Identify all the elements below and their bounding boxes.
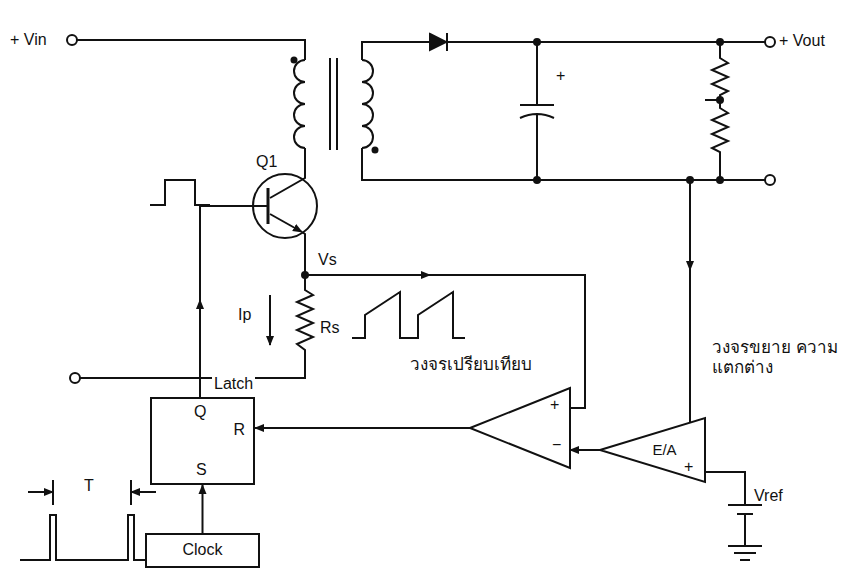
reference-wire	[705, 472, 762, 560]
output-wire	[362, 148, 765, 180]
secondary-coil	[362, 60, 373, 148]
pin-name: S	[196, 461, 207, 479]
pulse-symbol	[150, 180, 210, 205]
comparator: +−	[470, 388, 570, 468]
input-sign: +	[684, 458, 693, 476]
clock-box: Clock	[145, 533, 260, 568]
latch-box: LatchQRS	[150, 397, 255, 485]
error-amp-triangle	[600, 418, 705, 482]
output-wire	[362, 42, 430, 60]
sense-wire	[305, 275, 585, 408]
diode-symbol	[430, 34, 446, 50]
block-title: E/A	[652, 441, 676, 458]
error-amp-triangle	[600, 418, 705, 482]
feedback-wire	[689, 180, 691, 423]
block-title: Latch	[212, 375, 255, 393]
signal-name: Ip	[238, 305, 251, 324]
resistor-symbol	[80, 275, 313, 378]
polarity-dot	[291, 57, 379, 154]
input-terminal	[67, 35, 77, 45]
capacitor-symbol	[520, 42, 554, 180]
error-amplifier: E/A +	[600, 418, 705, 482]
transistor-symbol	[253, 148, 317, 275]
divider-resistor	[712, 42, 728, 180]
divider-resistor	[705, 99, 720, 101]
diode-symbol	[446, 33, 448, 51]
reference-wire	[705, 472, 762, 560]
primary-wire	[77, 40, 305, 60]
block-caption: วงจรขยาย ความแตกต่าง	[712, 338, 842, 379]
output-wire	[765, 37, 775, 47]
diode-symbol	[430, 33, 447, 51]
core-line	[330, 58, 337, 150]
polarity-dot	[372, 147, 379, 154]
primary-coil	[294, 60, 305, 148]
pulse-symbol	[150, 180, 210, 205]
current-arrow	[269, 295, 271, 345]
primary-coil	[294, 60, 305, 148]
capacitor-symbol	[520, 42, 554, 180]
feedback-wire	[689, 240, 691, 270]
signal-connector	[255, 427, 470, 429]
input-terminal	[70, 373, 80, 383]
signal-connector	[570, 449, 600, 451]
clock-pulses	[20, 515, 150, 560]
base-wire	[200, 206, 268, 397]
current-arrow	[269, 295, 271, 345]
block-caption: วงจรเปรียบเทียบ	[410, 355, 532, 375]
sawtooth-waveform	[352, 292, 465, 338]
signal-name: Vref	[754, 486, 783, 505]
period-dimension	[28, 491, 53, 493]
period-dimension	[131, 491, 156, 493]
divider-resistor	[705, 42, 728, 180]
resistor-symbol	[80, 275, 313, 378]
comparator-triangle	[470, 388, 570, 468]
secondary-coil	[362, 60, 373, 148]
pin-name: Q	[194, 403, 206, 421]
block-title: Clock	[182, 541, 222, 559]
terminal-label: + Vout	[779, 31, 825, 50]
input-sign: +	[550, 396, 559, 414]
input-sign: −	[552, 436, 561, 454]
transistor-symbol	[270, 214, 302, 232]
sawtooth-waveform	[352, 292, 465, 338]
primary-wire	[77, 40, 305, 60]
comparator-triangle	[470, 388, 570, 468]
pin-name: R	[233, 421, 245, 439]
output-wire	[765, 175, 775, 185]
polarity-mark: +	[556, 66, 565, 85]
base-wire	[199, 300, 201, 330]
core-line	[336, 58, 338, 150]
signal-name: Vs	[318, 250, 337, 269]
clock-pulses	[20, 515, 150, 560]
polarity-dot	[291, 57, 298, 64]
base-wire	[200, 206, 268, 397]
core-line	[329, 58, 331, 150]
output-wire	[362, 37, 775, 185]
terminal-label: + Vin	[10, 30, 47, 49]
sense-wire	[400, 274, 430, 276]
transistor-symbol	[302, 232, 305, 275]
dimension-label: T	[84, 476, 94, 495]
input-terminal	[67, 35, 80, 383]
signal-connector	[202, 485, 204, 533]
sense-wire	[302, 272, 585, 408]
component-label: Rs	[320, 318, 340, 337]
component-label: Q1	[256, 152, 277, 171]
feedback-wire	[689, 180, 691, 423]
